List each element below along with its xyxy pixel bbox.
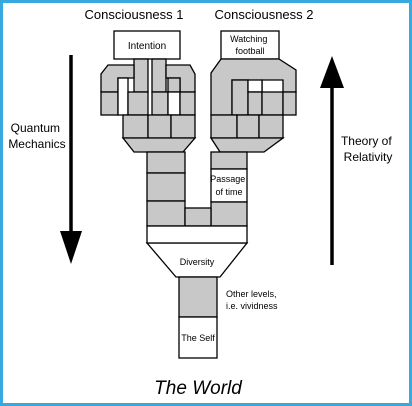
passage-of-time-box [210, 168, 248, 203]
arrow-up-icon [320, 56, 344, 265]
consciousness-diagram: Consciousness 1 Consciousness 2 Quantum … [8, 7, 395, 399]
trunk: Diversity The Self [145, 207, 249, 359]
quantum-mechanics-label: Quantum Mechanics [8, 121, 65, 151]
the-self-box [178, 316, 218, 359]
consciousness-1-branch: Intention [100, 30, 197, 227]
the-self-label: The Self [181, 333, 215, 343]
diversity-label: Diversity [180, 257, 215, 267]
theory-of-relativity-label: Theory of Relativity [341, 134, 395, 164]
intention-label: Intention [128, 41, 166, 52]
watching-football-box [220, 30, 280, 60]
consciousness-2-branch: Watching football Passage of time [209, 30, 297, 227]
intention-box [113, 30, 181, 60]
the-world-label: The World [154, 378, 243, 399]
arrow-down-icon [60, 55, 82, 264]
consciousness-1-label: Consciousness 1 [85, 7, 184, 22]
watching-football-label: Watching football [230, 34, 270, 56]
consciousness-2-label: Consciousness 2 [215, 7, 314, 22]
other-levels-label: Other levels, i.e. vividness [226, 289, 279, 311]
passage-of-time-label: Passage of time [210, 174, 248, 197]
